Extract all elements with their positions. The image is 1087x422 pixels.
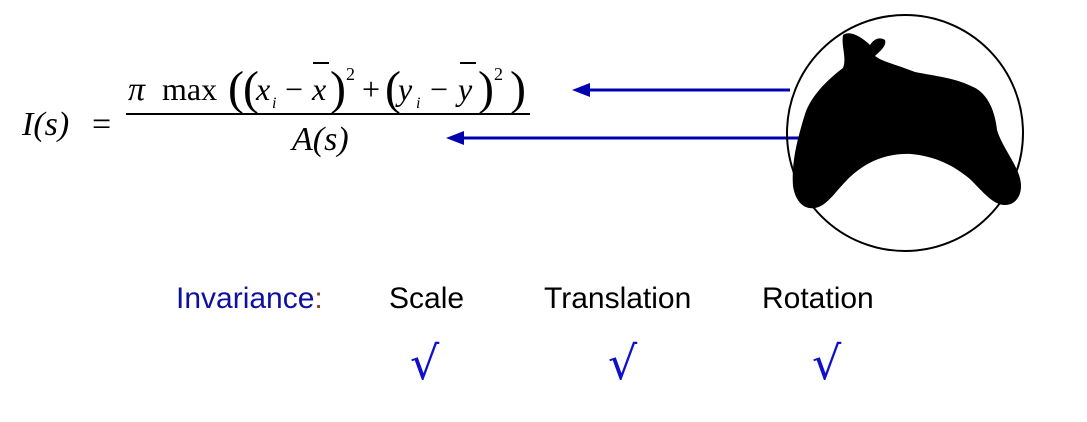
invariance-colon: : — [314, 282, 323, 315]
formula-lhs: I(s) — [21, 106, 69, 143]
check-translation: √ — [608, 336, 638, 390]
formula-outer-close-paren: ) — [510, 62, 526, 115]
formula-y-bar: y — [455, 71, 473, 107]
formula-x-bar: x — [311, 71, 326, 107]
formula-x-sub: i — [272, 95, 276, 112]
formula-minus-y: − — [430, 71, 448, 107]
invariance-row: Invariance: Scale Translation Rotation — [0, 282, 1087, 330]
invariance-heading: Invariance: — [176, 282, 323, 316]
formula-pi: π — [128, 71, 146, 108]
arrow-to-numerator — [572, 83, 790, 97]
formula-y: y — [395, 71, 413, 107]
formula-open-paren-x: ( — [243, 62, 259, 115]
formula-denominator: A(s) — [290, 121, 349, 158]
formula-y-sub: i — [416, 95, 420, 112]
formula-outer-open-paren: ( — [228, 62, 244, 115]
check-rotation: √ — [812, 336, 842, 390]
check-scale: √ — [410, 336, 440, 390]
property-scale: Scale — [389, 282, 465, 315]
formula-close-paren-y: ) — [478, 62, 494, 115]
moment-formula: I(s) = π max ( ( x i − x ) 2 + ( y i − y… — [21, 62, 530, 158]
property-rotation: Rotation — [762, 282, 874, 315]
shape-figure — [786, 14, 1024, 252]
enclosing-circle — [786, 14, 1024, 252]
property-translation: Translation — [544, 282, 692, 315]
invariance-label: Invariance — [176, 282, 315, 315]
formula-x: x — [255, 71, 270, 107]
formula-open-paren-y: ( — [385, 62, 401, 115]
formula-y-square: 2 — [494, 64, 503, 84]
formula-x-square: 2 — [346, 64, 355, 84]
formula-max: max — [162, 71, 217, 107]
formula-minus-x: − — [285, 71, 303, 107]
blob-shape — [792, 33, 1021, 209]
formula-close-paren-x: ) — [330, 62, 346, 115]
formula-plus: + — [362, 71, 380, 107]
formula-equals: = — [92, 106, 111, 143]
